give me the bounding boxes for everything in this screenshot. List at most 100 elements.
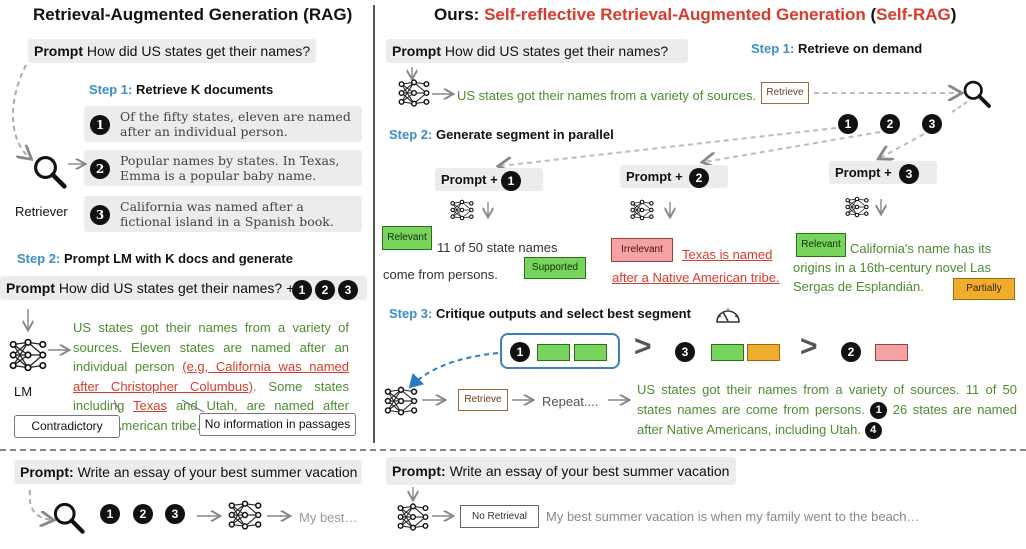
- number-1-icon: 1: [100, 504, 120, 524]
- title-part: ): [950, 5, 957, 24]
- contradictory-label: Contradictory: [14, 415, 120, 438]
- number-1-icon: 1: [90, 115, 110, 135]
- prompt-text: How did US states get their names? +: [58, 280, 295, 296]
- right-arrow: [608, 390, 634, 410]
- retrieved-doc-3: 3 California was named after a fictional…: [84, 196, 362, 232]
- irrelevant-rank-block: [875, 344, 908, 361]
- number-3-icon: 3: [338, 280, 358, 300]
- down-arrow: [404, 67, 424, 82]
- number-2-icon: 2: [841, 342, 861, 362]
- relevant-rank-block: [711, 344, 744, 361]
- number-3-icon: 3: [922, 114, 942, 134]
- retrieve-dashed-arrow: [814, 80, 970, 110]
- relevant-token: Relevant: [796, 233, 846, 257]
- relevant-rank-block: [537, 344, 570, 361]
- self-rag-step1: Step 1: Retrieve on demand: [751, 41, 922, 56]
- final-output-sentence-1: US states got their names from a variety…: [637, 382, 1017, 417]
- lm-network-icon: [384, 386, 418, 416]
- distribution-arrows: [480, 100, 971, 180]
- self-rag-bottom-output: My best summer vacation is when my famil…: [546, 509, 920, 524]
- supported-token: Supported: [524, 257, 586, 279]
- retriever-label: Retriever: [15, 204, 68, 219]
- doc-text: Of the fifty states, eleven are named af…: [120, 109, 351, 139]
- output-segment: . Some states including: [73, 378, 349, 414]
- lm-network-icon: [845, 196, 895, 218]
- right-arrow: [48, 340, 72, 360]
- segment-1-prompt: Prompt +: [435, 168, 543, 191]
- partially-rank-block: [747, 344, 780, 361]
- relevant-token: Relevant: [382, 226, 432, 250]
- number-1-icon: 1: [838, 114, 858, 134]
- title-part: Self-reflective Retrieval-Augmented Gene…: [484, 5, 866, 24]
- lm-network-icon: [630, 199, 680, 221]
- segment-1-text: 11 of 50 state names come from persons.: [383, 240, 558, 282]
- prompt-text: Write an essay of your best summer vacat…: [449, 463, 730, 479]
- lm-network-icon: [450, 199, 500, 221]
- search-icon: [32, 153, 68, 191]
- no-info-label: No information in passages: [199, 413, 356, 436]
- rag-prompt: Prompt How did US states get their names…: [28, 39, 317, 63]
- lm-network-icon: [228, 499, 262, 531]
- self-rag-bottom-prompt: Prompt: Write an essay of your best summ…: [386, 457, 736, 485]
- prompt-text: How did US states get their names?: [444, 43, 669, 59]
- self-rag-step3: Step 3: Critique outputs and select best…: [389, 306, 691, 321]
- segment-3-prompt: Prompt +: [829, 161, 937, 184]
- prompt-label: Prompt:: [392, 463, 446, 479]
- down-arrow: [20, 309, 40, 333]
- lm-network-icon: [398, 78, 430, 108]
- rag-step2: Step 2: Prompt LM with K docs and genera…: [17, 251, 293, 266]
- rag-title: Retrieval-Augmented Generation (RAG): [33, 5, 353, 24]
- step-number: Step 1:: [751, 41, 795, 56]
- retriever-arrows: [11, 64, 88, 200]
- title-part: (: [865, 5, 877, 24]
- no-retrieval-token: No Retrieval: [460, 505, 539, 528]
- unsupported-segment: Texas: [133, 398, 167, 413]
- annotation-pointers: [113, 399, 205, 413]
- partially-token: Partially: [953, 278, 1015, 300]
- prompt-text: How did US states get their names?: [86, 43, 311, 59]
- down-arrow: [405, 487, 425, 504]
- step-text: Generate segment in parallel: [435, 127, 614, 142]
- supported-rank-block: [574, 344, 607, 361]
- step-text: Retrieve K documents: [135, 82, 274, 97]
- number-2-icon: 2: [133, 504, 153, 524]
- contradictory-segment: (e.g, California was named after Christo…: [73, 359, 349, 394]
- number-2-icon: 2: [90, 159, 110, 179]
- prompt-label: Prompt: [392, 43, 441, 59]
- prompt-label: Prompt: [6, 280, 55, 296]
- prompt-label: Prompt:: [20, 464, 74, 480]
- self-rag-step2: Step 2: Generate segment in parallel: [389, 127, 614, 142]
- right-arrow: [197, 506, 225, 526]
- output-segment: US states got their names from a variety…: [73, 320, 349, 374]
- step-text: Retrieve on demand: [797, 41, 923, 56]
- number-1-icon: 1: [292, 280, 312, 300]
- step-number: Step 1:: [89, 82, 133, 97]
- title-part: Self-RAG: [876, 5, 951, 24]
- doc-text: Popular names by states. In Texas, Emma …: [120, 153, 340, 183]
- number-4-icon: 4: [864, 422, 882, 440]
- self-rag-prompt: Prompt How did US states get their names…: [386, 39, 688, 63]
- number-3-icon: 3: [675, 342, 695, 362]
- step-number: Step 3:: [389, 306, 433, 321]
- title-part: Ours:: [434, 5, 485, 24]
- vertical-divider: [373, 5, 375, 443]
- segment-2-prompt: Prompt +: [620, 165, 728, 188]
- prompt-text: Write an essay of your best summer vacat…: [77, 464, 358, 480]
- lm-label: LM: [14, 384, 33, 399]
- number-1-icon: 1: [510, 342, 530, 362]
- retrieved-doc-2: 2 Popular names by states. In Texas, Emm…: [84, 150, 362, 186]
- rag-bottom-output: My best…: [299, 510, 358, 525]
- lm-network-icon: [9, 337, 47, 373]
- number-3-icon: 3: [165, 504, 185, 524]
- rag-output-text: US states got their names from a variety…: [73, 318, 349, 435]
- self-rag-title: Ours: Self-reflective Retrieval-Augmente…: [434, 5, 956, 25]
- segment-3-text: California's name has its origins in a 1…: [793, 241, 992, 294]
- right-arrow: [512, 390, 538, 410]
- doc-text: California was named after a fictional i…: [120, 199, 334, 229]
- segment-2-text: Texas is named after a Native American t…: [612, 243, 792, 289]
- step-number: Step 2:: [389, 127, 433, 142]
- greater-than-icon: >: [634, 330, 652, 363]
- search-icon: [52, 500, 86, 536]
- right-arrow: [422, 390, 450, 410]
- number-1-icon: 1: [870, 402, 888, 420]
